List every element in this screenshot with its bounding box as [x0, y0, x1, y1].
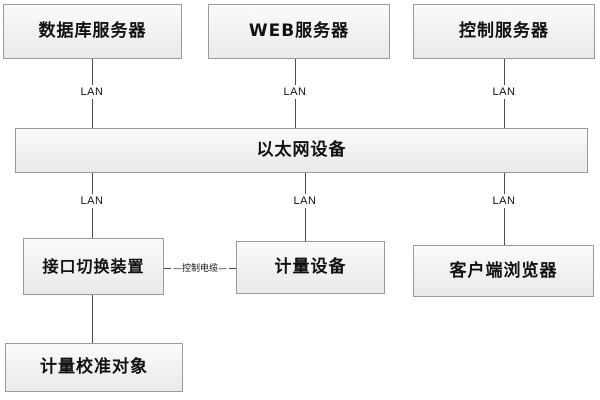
connector-ethernet-to-client-browser [504, 173, 505, 245]
node-control-server[interactable]: 控制服务器 [413, 4, 595, 59]
link-label-lan-metering-device: LAN [290, 194, 320, 208]
link-label-lan-client-browser: LAN [489, 194, 519, 208]
node-calibration-target-label: 计量校准对象 [40, 357, 148, 378]
node-interface-switch[interactable]: 接口切换装置 [23, 238, 164, 295]
node-metering-device[interactable]: 计量设备 [236, 241, 385, 294]
node-database-server[interactable]: 数据库服务器 [3, 4, 182, 59]
link-label-lan-control: LAN [489, 85, 519, 99]
link-label-lan-interface-switch: LAN [77, 194, 107, 208]
link-label-lan-web: LAN [280, 85, 310, 99]
node-client-browser[interactable]: 客户端浏览器 [413, 245, 594, 297]
node-interface-switch-label: 接口切换装置 [42, 256, 145, 276]
node-client-browser-label: 客户端浏览器 [449, 260, 558, 281]
node-ethernet-device[interactable]: 以太网设备 [15, 128, 588, 173]
node-web-server-label: WEB服务器 [248, 21, 350, 42]
node-metering-device-label: 计量设备 [274, 257, 347, 278]
node-database-server-label: 数据库服务器 [38, 21, 147, 42]
node-control-server-label: 控制服务器 [459, 21, 549, 42]
node-calibration-target[interactable]: 计量校准对象 [5, 343, 183, 392]
link-label-lan-database: LAN [77, 85, 107, 99]
link-label-control-cable: —控制电缆— [170, 261, 230, 274]
connector-interface-switch-to-calibration-target [92, 295, 93, 343]
node-web-server[interactable]: WEB服务器 [208, 4, 390, 59]
node-ethernet-device-label: 以太网设备 [256, 140, 347, 161]
